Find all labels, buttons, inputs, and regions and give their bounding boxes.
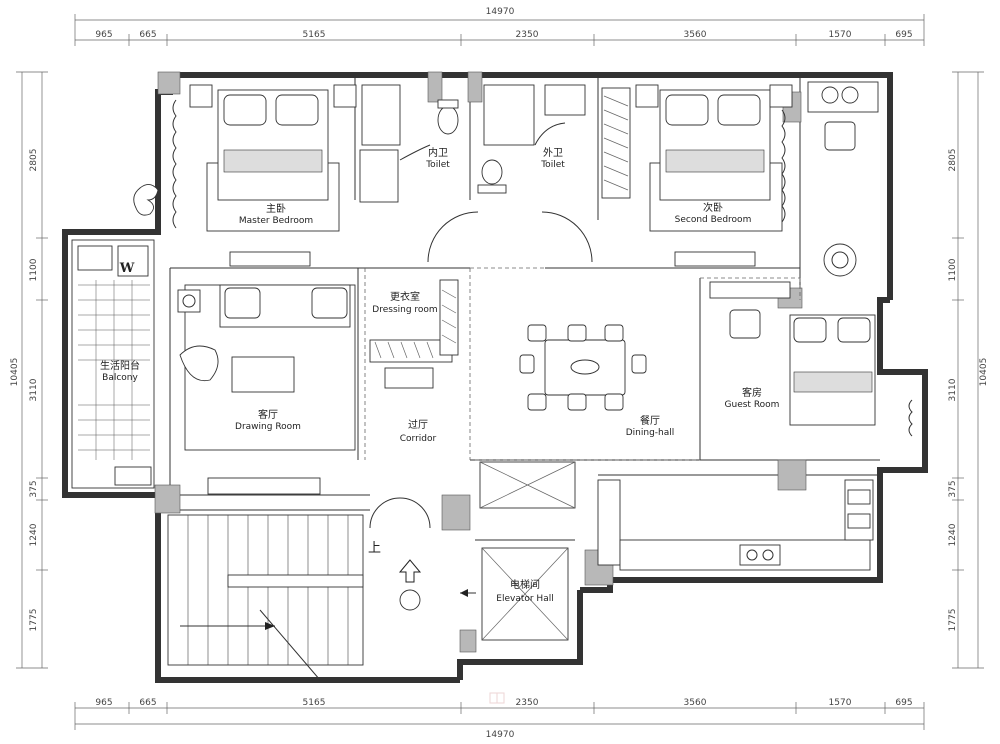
dim-left-4: 375 xyxy=(29,480,39,497)
balcony-furniture: W xyxy=(71,184,159,489)
guest-room-en: Guest Room xyxy=(725,400,780,410)
dim-left-2: 1100 xyxy=(29,258,39,281)
dim-right-total: 10405 xyxy=(979,358,989,387)
dressing-room-en: Dressing room xyxy=(372,305,437,315)
balcony-en: Balcony xyxy=(102,373,138,383)
washer-marker: W xyxy=(119,261,135,276)
kitchen-fixtures xyxy=(479,461,874,571)
elevator-hall-cn: 电梯间 xyxy=(510,578,540,591)
dining-hall-en: Dining-hall xyxy=(626,428,675,438)
dim-top-3: 5165 xyxy=(303,30,326,40)
outer-toilet-fixtures xyxy=(477,84,586,194)
total-width-top: 14970 xyxy=(486,7,515,17)
dim-right-2: 1100 xyxy=(948,258,958,281)
drawing-room-cn: 客厅 xyxy=(258,408,278,421)
outer-toilet-en: Toilet xyxy=(540,160,565,170)
elevator-hall xyxy=(460,547,569,641)
guest-room-furniture xyxy=(709,281,913,437)
dim-bottom-1: 965 xyxy=(95,698,112,708)
dim-right-4: 375 xyxy=(948,480,958,497)
drawing-room-furniture xyxy=(177,284,356,495)
guest-room-cn: 客房 xyxy=(742,386,762,399)
right-dimensions: 2805 1100 10405 3110 375 1240 1775 xyxy=(948,71,989,669)
master-bedroom-furniture xyxy=(172,84,357,267)
dim-top-5: 3560 xyxy=(684,30,707,40)
dim-top-2: 665 xyxy=(139,30,156,40)
dim-bottom-4: 2350 xyxy=(516,698,539,708)
second-bedroom-furniture xyxy=(635,81,879,277)
drawing-room-en: Drawing Room xyxy=(235,422,301,432)
dim-top-4: 2350 xyxy=(516,30,539,40)
dim-left-5: 1240 xyxy=(29,523,39,546)
corridor-en: Corridor xyxy=(400,434,437,444)
room-labels: 主卧 Master Bedroom 内卫 Toilet 外卫 Toilet 次卧… xyxy=(100,146,779,604)
second-bedroom-en: Second Bedroom xyxy=(675,215,752,225)
dim-top-7: 695 xyxy=(895,30,912,40)
dressing-room-fixtures xyxy=(369,279,459,389)
dim-top-6: 1570 xyxy=(829,30,852,40)
master-bedroom-en: Master Bedroom xyxy=(239,216,313,226)
stair-up-marker: 上 xyxy=(368,541,381,556)
outer-toilet-cn: 外卫 xyxy=(543,147,563,159)
dim-left-1: 2805 xyxy=(29,149,39,172)
dressing-room-cn: 更衣室 xyxy=(390,290,420,303)
dim-left-total: 10405 xyxy=(10,358,20,387)
inner-toilet-fixtures xyxy=(359,84,459,203)
dim-bottom-2: 665 xyxy=(139,698,156,708)
inner-toilet-cn: 内卫 xyxy=(428,146,448,159)
dim-bottom-6: 1570 xyxy=(829,698,852,708)
top-dimensions: 14970 965 665 5165 2350 3560 1570 695 xyxy=(74,7,925,46)
dim-bottom-7: 695 xyxy=(895,698,912,708)
total-width-bottom: 14970 xyxy=(486,730,515,740)
elevator-hall-en: Elevator Hall xyxy=(496,594,553,604)
dim-right-5: 1240 xyxy=(948,523,958,546)
stairwell: 上 xyxy=(167,514,422,681)
bottom-dimensions: 965 665 5165 2350 3560 1570 695 14970 xyxy=(74,698,925,740)
inner-toilet-en: Toilet xyxy=(425,160,450,170)
dim-top-1: 965 xyxy=(95,30,112,40)
room-boundaries xyxy=(364,267,801,461)
corridor-cn: 过厅 xyxy=(408,418,428,431)
dining-furniture xyxy=(519,324,647,411)
doors xyxy=(369,211,593,529)
dim-left-6: 1775 xyxy=(29,609,39,632)
left-dimensions: 2805 1100 10405 3110 375 1240 1775 xyxy=(10,71,48,669)
dim-right-6: 1775 xyxy=(948,609,958,632)
master-bedroom-cn: 主卧 xyxy=(266,202,286,215)
dining-hall-cn: 餐厅 xyxy=(640,414,660,427)
wardrobe xyxy=(601,87,631,199)
watermark-logo xyxy=(489,692,505,704)
second-bedroom-cn: 次卧 xyxy=(703,201,723,214)
dim-left-3: 3110 xyxy=(29,378,39,401)
dim-bottom-5: 3560 xyxy=(684,698,707,708)
dim-right-3: 3110 xyxy=(948,378,958,401)
dim-right-1: 2805 xyxy=(948,149,958,172)
dim-bottom-3: 5165 xyxy=(303,698,326,708)
balcony-cn: 生活阳台 xyxy=(100,359,140,372)
